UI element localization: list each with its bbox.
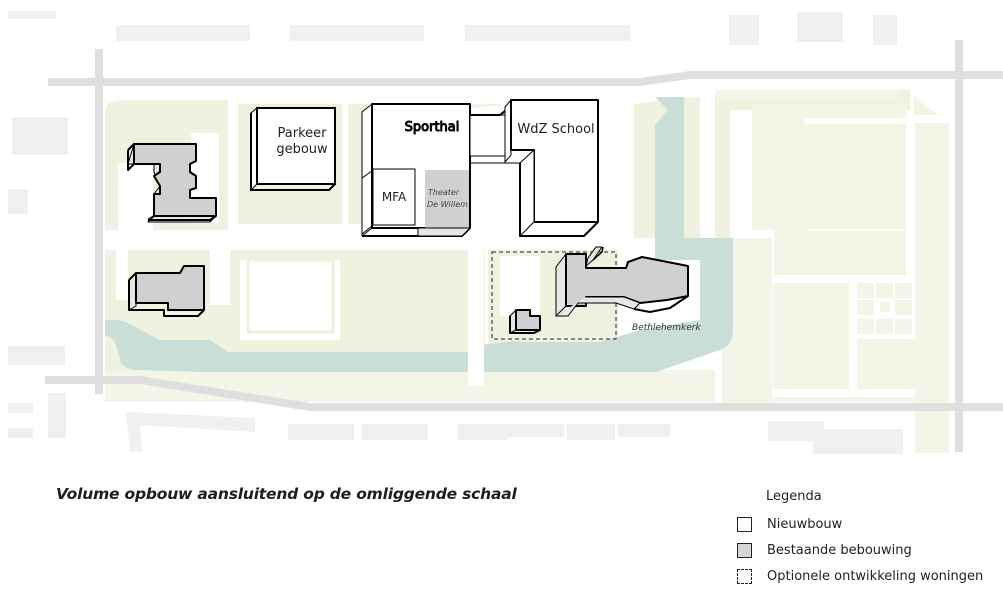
site-plan-map: Parkeer gebouw Sporthal MFA Theater De W… bbox=[8, 11, 1003, 454]
new-building-wdz-school: WdZ School bbox=[470, 99, 599, 237]
legend: Legenda Nieuwbouw Bestaande bebouwing Op… bbox=[736, 486, 983, 589]
legend-item-existing: Bestaande bebouwing bbox=[736, 537, 983, 563]
existing-building-swatch-icon bbox=[737, 542, 752, 558]
new-building-connector bbox=[469, 106, 511, 157]
roads bbox=[45, 40, 1003, 452]
right-green-blocks bbox=[105, 90, 949, 453]
existing-building-bethlehemkerk: Bethlehemkerk bbox=[555, 246, 701, 333]
new-building-parkeer-gebouw: Parkeer gebouw bbox=[250, 106, 336, 192]
legend-label: Bestaande bebouwing bbox=[767, 542, 912, 558]
legend-item-new: Nieuwbouw bbox=[736, 511, 983, 537]
existing-building-small bbox=[509, 309, 541, 334]
optional-development-swatch-icon bbox=[737, 568, 752, 584]
parkeer-label: Parkeer bbox=[278, 126, 328, 141]
new-building-swatch-icon bbox=[737, 516, 752, 532]
map-caption: Volume opbouw aansluitend op de omliggen… bbox=[56, 485, 517, 503]
theater-label-2: De Willem bbox=[427, 200, 468, 209]
existing-building-lower-left bbox=[128, 265, 205, 317]
legend-title: Legenda bbox=[766, 489, 822, 504]
water bbox=[105, 97, 733, 372]
mfa-label: MFA bbox=[382, 190, 407, 204]
legend-item-optional: Optionele ontwikkeling woningen bbox=[736, 563, 983, 589]
existing-building-i-shape bbox=[127, 143, 217, 223]
legend-label: Nieuwbouw bbox=[767, 516, 843, 532]
legend-label: Optionele ontwikkeling woningen bbox=[767, 568, 984, 584]
new-building-sporthal: Sporthal MFA Theater De Willem bbox=[361, 103, 471, 237]
sporthal-label: Sporthal bbox=[405, 120, 460, 135]
path-strip bbox=[468, 250, 484, 386]
theater-label-1: Theater bbox=[428, 188, 460, 197]
optional-development-zone bbox=[491, 251, 617, 340]
wdz-school-label: WdZ School bbox=[517, 122, 594, 137]
bethlehemkerk-label: Bethlehemkerk bbox=[632, 323, 701, 333]
context-blocks bbox=[8, 11, 903, 454]
gebouw-label: gebouw bbox=[276, 142, 328, 157]
